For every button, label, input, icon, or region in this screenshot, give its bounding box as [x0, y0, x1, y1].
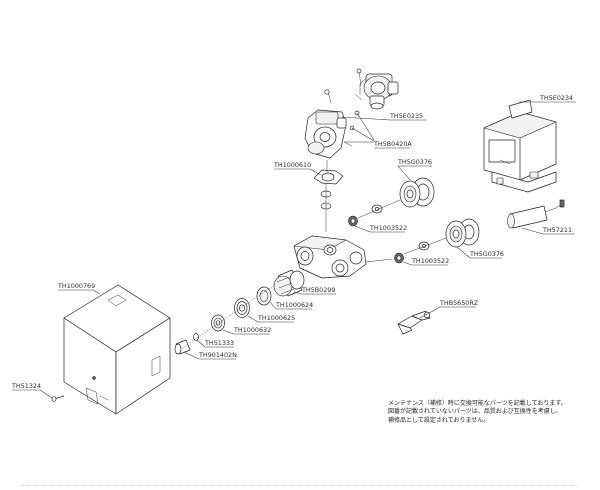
leader-th5e0235	[341, 116, 391, 121]
label-th1003522-top: TH1003522	[369, 224, 407, 232]
label-th1000769: TH1000769	[57, 282, 95, 290]
fitting-part-901402n	[174, 339, 191, 355]
label-th5g0376-mid: TH5G0376	[469, 250, 504, 258]
leader-th5b0299	[293, 291, 303, 295]
screw-part	[51, 395, 65, 402]
leader-th5b0420a-b	[351, 127, 375, 142]
leader-th1000624	[269, 301, 277, 310]
leader-th1000610	[309, 168, 322, 176]
leader-th1003522-mid	[402, 261, 413, 266]
label-th5b0420a: TH5B0420A	[373, 140, 412, 148]
note-line-1: メンテナンス（補修）時に交換可能なパーツを記載しております。	[388, 400, 567, 407]
leader-th901402n	[183, 351, 200, 360]
label-th57211: TH57211	[542, 226, 572, 234]
label-th51324: TH51324	[11, 382, 41, 390]
label-th901402n: TH901402N	[198, 351, 237, 359]
leader-th57211	[521, 227, 544, 235]
leader-thb5650rz	[419, 306, 441, 319]
ring-part-632	[211, 314, 225, 332]
footer-divider	[22, 485, 578, 486]
leader-th5g0376-mid	[456, 246, 471, 259]
sensor-part	[507, 199, 565, 229]
cover-part	[63, 284, 171, 415]
leader-th1000769	[92, 289, 101, 295]
leader-th1000625	[247, 315, 259, 323]
top-valve-part	[354, 68, 399, 110]
gear-part-top	[357, 177, 435, 219]
note-line-2: 図番が記載されていないパーツは、品質および互換性を考慮し、	[388, 408, 562, 416]
label-th5e0235: TH5E0235	[389, 112, 423, 120]
note-line-3: 補修品として設定されておりません。	[388, 416, 490, 424]
leader-th5g0376-top	[397, 165, 411, 181]
label-th5b0299: TH5B0299	[301, 286, 335, 294]
leader-th5b0420a-a	[356, 112, 375, 141]
solenoid-valve-part	[304, 89, 360, 159]
leader-th1003522-top	[354, 225, 371, 233]
control-unit-part	[483, 99, 557, 193]
ring-part-624	[256, 286, 272, 306]
key-part	[397, 310, 431, 335]
nut-part-top	[348, 215, 358, 227]
leader-th51333	[196, 339, 206, 348]
main-valve-body-part	[293, 235, 393, 279]
label-th1000610: TH1000610	[273, 161, 311, 169]
label-thb5650rz: THB5650RZ	[439, 299, 479, 307]
bracket-part	[313, 160, 344, 232]
leader-th51324	[39, 389, 53, 399]
label-th5e0234: TH5E0234	[539, 94, 573, 102]
maintenance-note: メンテナンス（補修）時に交換可能なパーツを記載しております。 図番が記載されてい…	[388, 400, 588, 425]
leader-th1000632	[222, 329, 235, 335]
nut-part-mid	[394, 252, 404, 264]
label-th1000624: TH1000624	[275, 301, 313, 309]
washer-part-51333	[193, 333, 199, 341]
label-th1000632: TH1000632	[233, 326, 271, 334]
cartridge-part	[273, 269, 305, 297]
gear-part-mid	[403, 218, 480, 255]
ring-part-625	[234, 298, 250, 318]
label-th51333: TH51333	[204, 339, 234, 347]
label-th1003522-mid: TH1003522	[411, 257, 449, 265]
label-th5g0376-top: TH5G0376	[397, 158, 432, 166]
label-th1000625: TH1000625	[257, 314, 295, 322]
